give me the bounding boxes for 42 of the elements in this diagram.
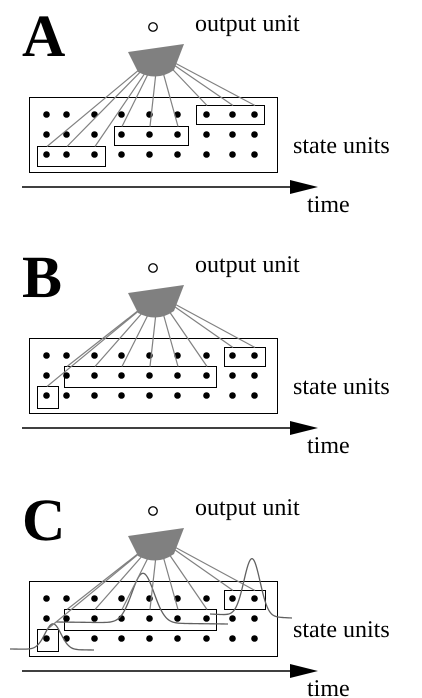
selection-box	[37, 146, 106, 167]
selection-box	[224, 590, 266, 610]
selection-box	[114, 126, 189, 146]
selection-box	[64, 366, 217, 388]
selection-box	[64, 609, 217, 631]
axis-label: time	[307, 193, 350, 217]
connector-line	[149, 74, 156, 127]
connector-line	[174, 64, 234, 106]
selection-box	[224, 347, 266, 367]
output-unit-circle	[148, 22, 158, 32]
fan-shape	[127, 283, 185, 319]
unit-label: state units	[293, 618, 390, 642]
axis-label: time	[307, 677, 350, 698]
axis-label: time	[307, 434, 350, 458]
unit-label: state units	[293, 375, 390, 399]
connector-line	[149, 558, 156, 610]
connector-line	[174, 548, 234, 591]
unit-label: output unit	[195, 12, 300, 36]
connector-line	[168, 554, 208, 610]
connector-line	[175, 304, 256, 348]
panel-letter: C	[22, 490, 66, 550]
connector-line	[175, 62, 256, 106]
output-unit-circle	[148, 506, 158, 516]
selection-box	[196, 105, 265, 125]
connector-line	[162, 73, 179, 127]
connector-line	[149, 314, 156, 367]
unit-label: state units	[293, 134, 390, 158]
connector-line	[171, 68, 208, 106]
unit-label: output unit	[195, 496, 300, 520]
panel-letter: B	[22, 247, 62, 307]
connector-line	[175, 547, 256, 592]
selection-box	[37, 629, 59, 652]
selection-box	[37, 386, 59, 409]
connector-line	[168, 311, 208, 367]
connector-line	[162, 557, 179, 610]
connector-line	[174, 306, 234, 348]
fan-shape	[127, 42, 185, 78]
output-unit-circle	[148, 263, 158, 273]
panel-letter: A	[22, 6, 66, 66]
unit-label: output unit	[195, 253, 300, 277]
connector-line	[162, 314, 179, 367]
fan-shape	[127, 526, 185, 562]
